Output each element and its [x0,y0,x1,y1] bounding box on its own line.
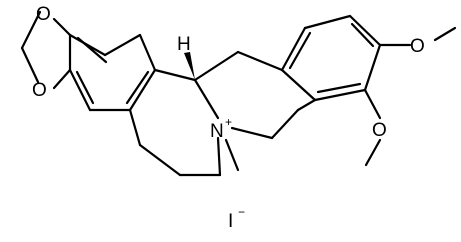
central-rings [128,50,300,177]
nitrogen-label: N [210,121,224,142]
nitrogen-charge: + [225,115,232,129]
iodide-label: I [228,211,233,232]
oxygen-label: O [372,120,387,141]
oxygen-label: O [36,4,51,25]
oxygen-label: O [410,36,425,57]
left-benzene-ring [68,33,157,112]
stereo-hydrogen [184,52,195,80]
right-benzene-ring [280,14,457,167]
oxygen-label: O [32,80,47,101]
iodide-charge: − [238,205,245,219]
hydrogen-label: H [177,34,191,55]
dioxole-ring [20,10,72,90]
